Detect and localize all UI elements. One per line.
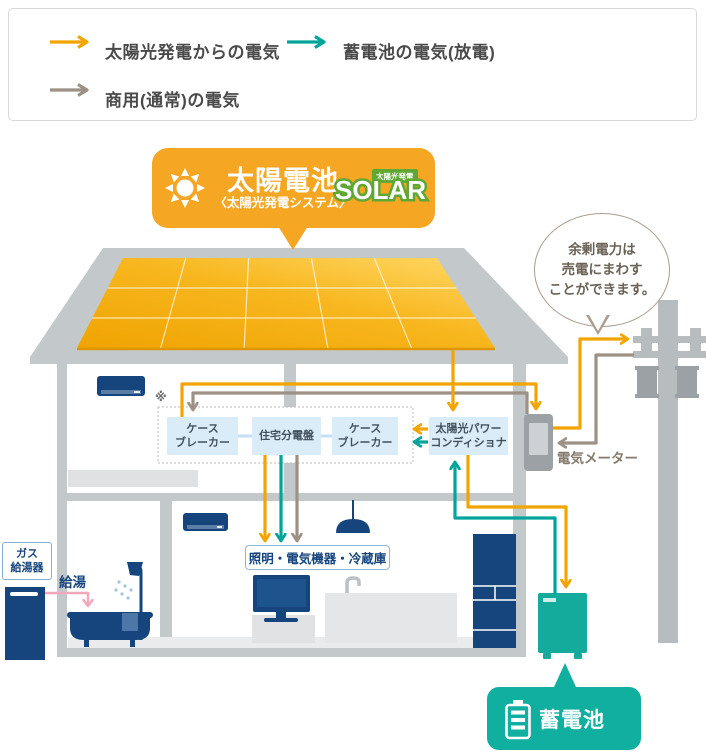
sun-icon (165, 168, 205, 208)
power-conditioner-box: 太陽光パワー コンディショナ (429, 417, 508, 455)
battery-bubble-pointer (554, 663, 576, 687)
wire-surplus-to-meter (180, 382, 536, 417)
legend-label-grid: 商用(通常)の電気 (105, 91, 240, 110)
pendant-lamp (336, 500, 370, 533)
wire-meter-to-breaker (193, 391, 529, 414)
gas-water-heater-unit (5, 587, 45, 660)
legend-arrow-solar (50, 35, 89, 49)
house-structure (30, 248, 568, 657)
kitchen-counter (325, 576, 457, 643)
solar-panel (77, 257, 495, 351)
wire-battery-to-conditioner (455, 462, 557, 594)
utility-pole (633, 300, 706, 643)
battery-bubble: 蓄電池 (487, 663, 641, 750)
distribution-board-box: 住宅分電盤 (252, 417, 321, 455)
gas-water-heater-label: ガス 給湯器 (2, 542, 52, 580)
wire-conditioner-to-battery (466, 455, 566, 587)
tv (252, 575, 315, 643)
wall-left (57, 364, 67, 657)
wire-meter-to-pole (553, 339, 628, 430)
hot-water-supply-label: 給湯 (59, 575, 86, 590)
air-conditioner-1f (183, 513, 228, 531)
shower (114, 562, 143, 640)
legend-label-battery: 蓄電池の電気(放電) (343, 43, 496, 62)
battery-icon (505, 700, 531, 740)
callout-pointer (278, 226, 308, 250)
solar-callout-subtitle: 〈太陽光発電システム〉 (214, 196, 352, 210)
wire-hot-water (45, 591, 88, 606)
solar-logo-tag: 太陽光発電 (372, 169, 418, 183)
solar-logo-word: SOLAR SOLAR (333, 173, 429, 208)
wires (45, 339, 634, 606)
electric-meter-label: 電気メーター (557, 451, 638, 466)
battery-bubble-label: 蓄電池 (539, 709, 605, 732)
surplus-line3: ことができます。 (548, 282, 656, 298)
bathtub (67, 612, 153, 647)
appliances (5, 376, 587, 660)
foundation (57, 648, 526, 657)
battery-unit (538, 593, 587, 659)
legend-arrow-battery (287, 35, 326, 49)
legend-label-solar: 太陽光発電からの電気 (105, 43, 280, 62)
surplus-line1: 余剰電力は (568, 241, 636, 257)
bathroom-wall (160, 501, 172, 648)
surplus-bubble: 余剰電力は 売電にまわす ことができます。 (534, 213, 670, 327)
note-mark: ※ (155, 390, 167, 404)
solar-callout-title: 太陽電池 (227, 166, 339, 196)
legend-arrow-grid (50, 83, 89, 97)
surplus-line2: 売電にまわす (561, 261, 643, 277)
case-breaker-left-box: ケース ブレーカー (167, 417, 238, 455)
upstairs-counter (68, 470, 198, 487)
case-breaker-right-box: ケース ブレーカー (332, 417, 398, 455)
second-floor-slab (57, 493, 526, 501)
air-conditioner-2f (97, 376, 145, 396)
wire-pole-to-meter (559, 353, 634, 443)
electric-meter-device (524, 414, 553, 471)
refrigerator (473, 534, 516, 648)
loads-label-box: 照明・電気機器・冷蔵庫 (245, 545, 390, 570)
solar-callout: 太陽電池 〈太陽光発電システム〉 太陽光発電 SOLAR SOLAR (152, 148, 435, 250)
pole-transformers (635, 366, 699, 398)
legend-box: 太陽光発電からの電気 蓄電池の電気(放電) 商用(通常)の電気 (8, 8, 697, 121)
wall-right (513, 364, 526, 657)
